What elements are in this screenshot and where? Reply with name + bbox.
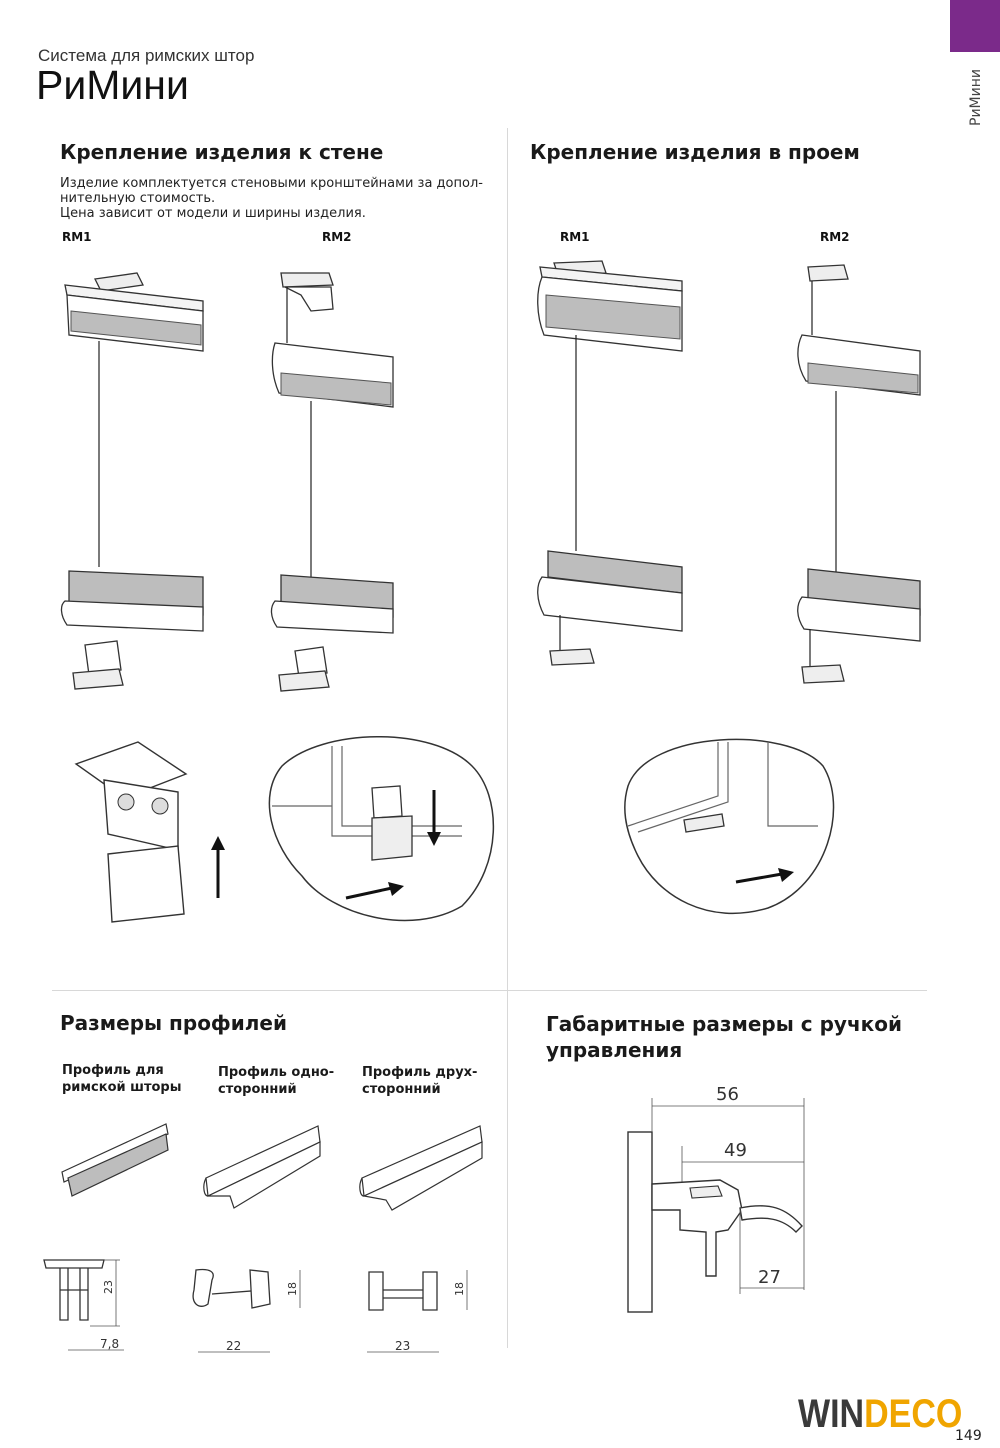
profile-label-line: римской шторы [62, 1080, 182, 1095]
wall-rm1-illustration [60, 272, 204, 690]
dim-bottom: 27 [758, 1267, 781, 1288]
profile-roman-section: 23 7,8 [43, 1259, 124, 1351]
profile-label-roman: Профиль для римской шторы [62, 1062, 181, 1096]
dim-double-height: 18 [453, 1282, 466, 1296]
brand-logo-part2: DECO [864, 1392, 963, 1436]
page-number: 149 [955, 1428, 982, 1444]
profile-label-double: Профиль друх- сторонний [362, 1064, 477, 1098]
profile-label-single: Профиль одно- сторонний [218, 1064, 334, 1098]
wall-model-rm2: RM2 [322, 230, 352, 244]
page-title: РиМини [36, 62, 189, 108]
opening-model-rm2: RM2 [820, 230, 850, 244]
bracket-closeup-illustration [74, 741, 225, 923]
section-divider [52, 990, 927, 991]
dim-overall: 56 [716, 1084, 739, 1105]
dim-single-width: 22 [226, 1339, 241, 1353]
wall-rm2-illustration [270, 272, 394, 692]
wall-note-line: нительную стоимость. [60, 191, 216, 206]
side-tab-label: РиМини [968, 69, 984, 126]
column-divider [507, 128, 508, 1348]
page-subtitle: Система для римских штор [38, 46, 255, 65]
profile-roman-3d [61, 1123, 169, 1197]
profile-label-line: Профиль одно- [218, 1065, 335, 1080]
profile-label-line: сторонний [362, 1082, 441, 1097]
profile-label-line: сторонний [218, 1082, 297, 1097]
profile-double-section: 18 23 [367, 1270, 468, 1353]
dim-roman-width: 7,8 [100, 1337, 119, 1351]
opening-clip-closeup-illustration [624, 738, 835, 915]
dimensions-title-line: Габаритные размеры с ручкой [546, 1012, 902, 1036]
opening-rm1-illustration [537, 260, 683, 666]
dim-roman-height: 23 [102, 1280, 115, 1294]
dimension-drawing: 56 49 27 [627, 1084, 805, 1313]
wall-note-line: Изделие комплектуется стеновыми кронштей… [60, 176, 483, 191]
wall-note: Изделие комплектуется стеновыми кронштей… [60, 176, 500, 221]
section-title-profiles: Размеры профилей [60, 1011, 288, 1035]
section-title-wall: Крепление изделия к стене [60, 140, 384, 164]
dim-double-width: 23 [395, 1339, 410, 1353]
dim-single-height: 18 [286, 1282, 299, 1296]
opening-rm2-illustration [797, 264, 921, 684]
dimensions-title-line: управления [546, 1038, 683, 1062]
section-title-opening: Крепление изделия в проем [530, 140, 860, 164]
wall-clip-closeup-illustration [268, 736, 495, 922]
dim-middle: 49 [724, 1140, 747, 1161]
wall-note-line: Цена зависит от модели и ширины изделия. [60, 206, 366, 221]
side-tab [950, 0, 1000, 52]
opening-model-rm1: RM1 [560, 230, 590, 244]
brand-logo-part1: WIN [798, 1392, 865, 1436]
profile-single-3d [203, 1125, 321, 1209]
profile-label-line: Профиль для [62, 1063, 164, 1078]
section-title-dimensions: Габаритные размеры с ручкой управления [546, 1011, 902, 1063]
profile-label-line: Профиль друх- [362, 1065, 478, 1080]
profile-double-3d [359, 1125, 483, 1211]
profile-single-section: 18 22 [192, 1268, 301, 1353]
wall-model-rm1: RM1 [62, 230, 92, 244]
brand-logo: WINDECO [798, 1392, 962, 1437]
